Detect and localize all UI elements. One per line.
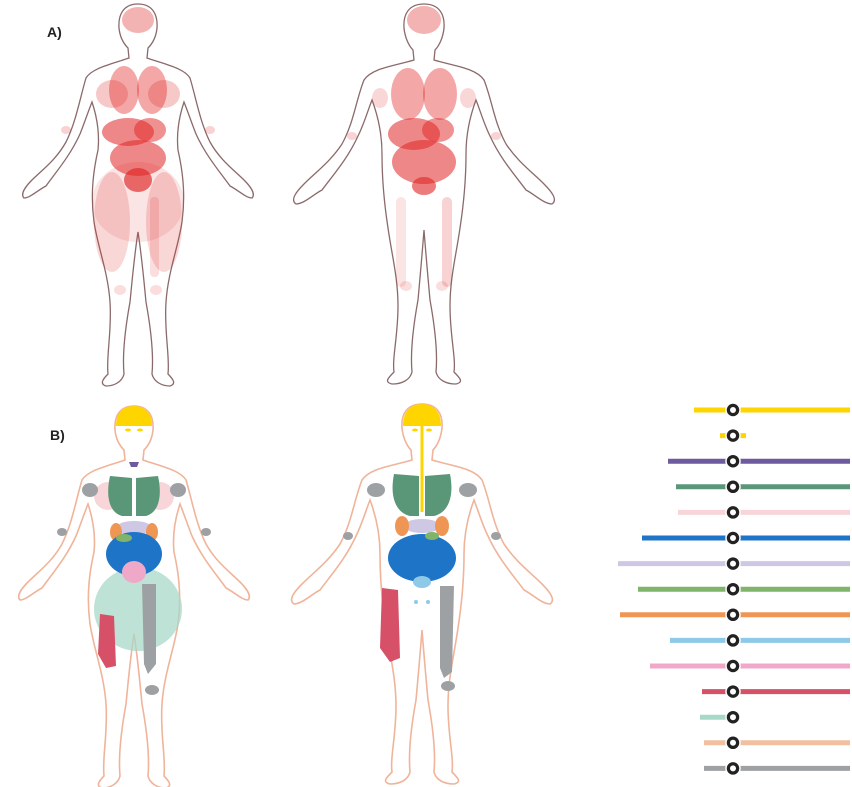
pancreas-icon-glyph [730, 561, 736, 567]
bone-icon-glyph [730, 765, 736, 771]
organ-bone-shoulder-right [170, 483, 186, 497]
panel-a-label: A) [47, 24, 62, 40]
lung-icon-glyph [730, 484, 736, 490]
organ-bone-knee [441, 681, 455, 691]
heat-stomach [134, 118, 166, 142]
organ-bone-knee [145, 685, 159, 695]
adipose-icon-glyph [730, 714, 736, 720]
kidney-icon-glyph [730, 612, 736, 618]
heat-elbow-right [205, 126, 215, 134]
organ-bone-shoulder-left [82, 483, 98, 497]
panel-b-label: B) [50, 427, 65, 443]
organ-liver [425, 532, 439, 540]
brain-icon-glyph [730, 407, 736, 413]
organ-eye-left [412, 429, 418, 432]
organ-gi [388, 534, 456, 582]
heat-knee-right [150, 285, 162, 295]
heat-knee-right [436, 281, 448, 291]
heat-shoulder-right [460, 88, 476, 108]
heat-brain [407, 6, 441, 34]
liver-icon-glyph [730, 586, 736, 592]
organ-eye-left [125, 429, 131, 432]
heat-lung-left [109, 66, 139, 114]
bladder-icon-glyph [730, 637, 736, 643]
organ-legend [618, 403, 850, 775]
organ-bone-femur [142, 584, 156, 674]
heat-femur-left [396, 197, 406, 287]
breast-icon-glyph [730, 509, 736, 515]
organ-bone-shoulder-right [459, 483, 477, 497]
thyroid-icon-glyph [730, 458, 736, 464]
muscle-icon-glyph [730, 689, 736, 695]
heat-lung-right [137, 66, 167, 114]
heat-shoulder-left [372, 88, 388, 108]
heat-bladder [412, 177, 436, 195]
heat-lung-left [391, 68, 425, 120]
heat-knee-left [400, 281, 412, 291]
organ-kidney-left [395, 516, 409, 536]
heat-hip-fat [92, 162, 184, 242]
heat-lung-right [423, 68, 457, 120]
heat-femur [150, 197, 159, 277]
panel-a-female-body [23, 4, 254, 386]
organ-bone-elbow-right [491, 532, 501, 540]
organ-bladder [413, 576, 431, 588]
eye-icon-glyph [730, 433, 736, 439]
uterus-icon-glyph [730, 663, 736, 669]
organ-uterus [122, 561, 146, 583]
organ-eye-right [137, 429, 143, 432]
organ-bone-elbow-right [201, 528, 211, 536]
organ-spinal-cord [421, 426, 424, 512]
organ-testis-right [426, 600, 430, 604]
panel-b-male-body [292, 404, 553, 784]
heat-elbow-left [61, 126, 71, 134]
organ-bone-femur [440, 586, 454, 678]
organ-muscle [380, 588, 400, 662]
stomach-icon-glyph [730, 535, 736, 541]
organ-bone-shoulder-left [367, 483, 385, 497]
organ-pancreas [404, 519, 440, 533]
heat-stomach [422, 118, 454, 142]
skin-icon-glyph [730, 740, 736, 746]
organ-liver [116, 534, 132, 542]
heat-elbow-right [491, 132, 501, 140]
heat-femur-right [442, 197, 452, 287]
organ-bone-elbow-left [343, 532, 353, 540]
organ-testis-left [414, 600, 418, 604]
panel-b-female-body [19, 406, 250, 787]
organ-eye-right [426, 429, 432, 432]
organ-bone-elbow-left [57, 528, 67, 536]
panel-a-male-body [294, 4, 555, 384]
organ-kidney-right [435, 516, 449, 536]
heat-knee-left [114, 285, 126, 295]
heat-elbow-left [347, 132, 357, 140]
heat-brain [122, 7, 154, 33]
